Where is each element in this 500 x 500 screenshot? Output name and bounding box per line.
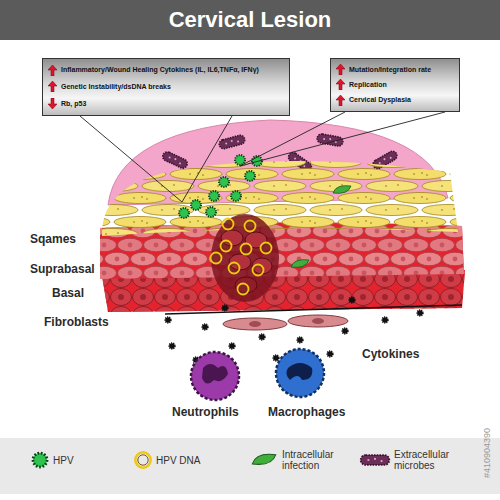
layer-label: Sqames — [30, 232, 76, 246]
trend-arrow-shape — [336, 64, 345, 75]
trend-arrow — [336, 79, 345, 90]
trend-arrow-shape — [336, 95, 345, 106]
callout-text: Inflammatory/Wound Healing Cytokines (IL… — [61, 66, 259, 74]
trend-arrow — [48, 98, 57, 109]
layer-label: Suprabasal — [30, 262, 95, 276]
callout-text: Genetic Instability/dsDNA breaks — [61, 83, 171, 91]
trend-arrow — [336, 95, 345, 106]
cell-label: Cytokines — [362, 347, 419, 361]
legend-text: HPV — [53, 455, 113, 466]
legend-text: Intracellular infection — [282, 449, 354, 471]
callout-box: Inflammatory/Wound Healing Cytokines (IL… — [42, 58, 290, 116]
cell-label: Macrophages — [268, 405, 345, 419]
layer-label: Fibroblasts — [44, 315, 109, 329]
layer-label: Basal — [52, 286, 84, 300]
callout-box: Mutation/Integration rateReplicationCerv… — [330, 58, 460, 112]
trend-arrow-shape — [48, 98, 57, 109]
trend-arrow-shape — [336, 79, 345, 90]
trend-arrow-shape — [48, 65, 57, 76]
cell-label: Neutrophils — [172, 405, 239, 419]
legend-text: HPV DNA — [156, 455, 236, 466]
callout-text: Mutation/Integration rate — [349, 66, 431, 74]
trend-arrow — [336, 64, 345, 75]
trend-arrow — [48, 65, 57, 76]
callout-row: Mutation/Integration rate — [336, 64, 454, 75]
callout-text: Replication — [349, 81, 387, 89]
callout-row: Rb, p53 — [48, 98, 284, 109]
callout-row: Genetic Instability/dsDNA breaks — [48, 81, 284, 92]
trend-arrow — [48, 81, 57, 92]
title-text: Cervical Lesion — [169, 7, 332, 33]
legend-text: Extracellular microbes — [394, 449, 466, 471]
title-banner: Cervical Lesion — [0, 0, 500, 40]
callout-row: Replication — [336, 79, 454, 90]
trend-arrow-shape — [48, 81, 57, 92]
callout-row: Cervical Dysplasia — [336, 95, 454, 106]
watermark: #410904390 — [482, 428, 492, 478]
callout-text: Rb, p53 — [61, 100, 86, 108]
callout-text: Cervical Dysplasia — [349, 96, 411, 104]
callout-row: Inflammatory/Wound Healing Cytokines (IL… — [48, 65, 284, 76]
